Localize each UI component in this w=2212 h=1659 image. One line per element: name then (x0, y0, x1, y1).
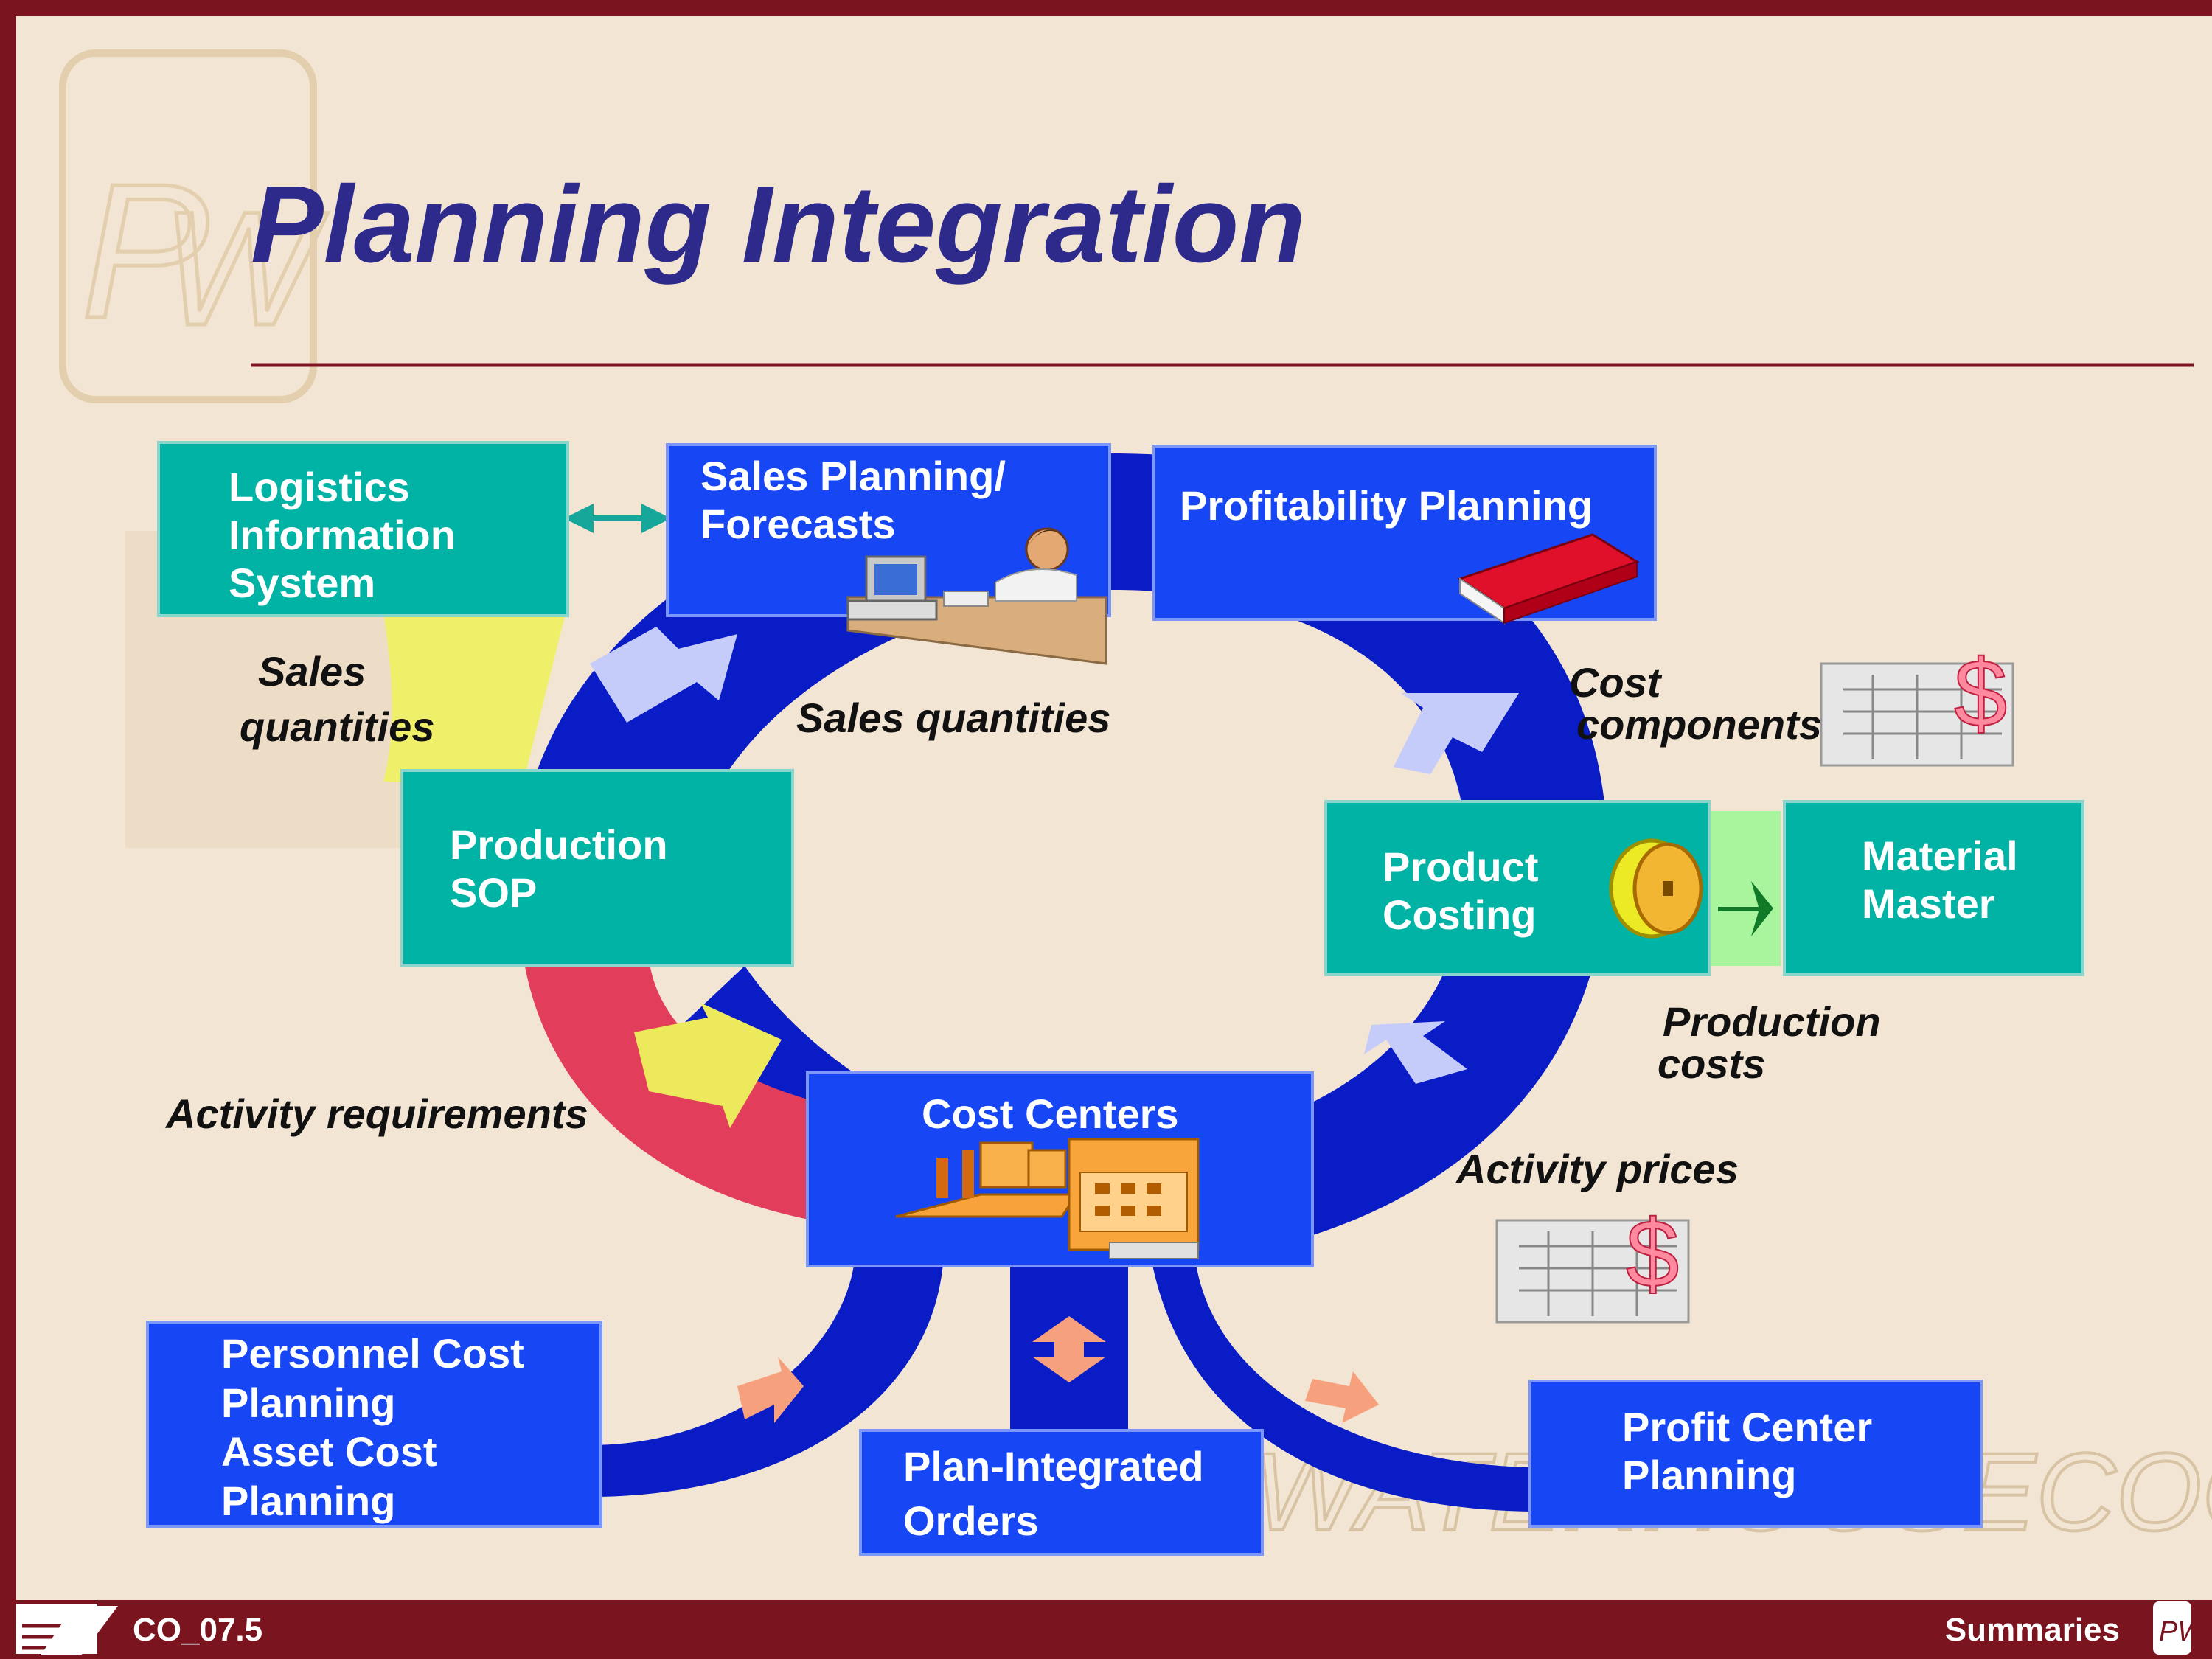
logistics-information-system-box[interactable]: Logistics Information System (157, 441, 569, 617)
label-activity-prices: Activity prices (1455, 1146, 1739, 1192)
branch-right (1150, 1253, 1541, 1512)
costing-material-connector (1707, 811, 1781, 966)
svg-text:$: $ (1954, 639, 2007, 747)
svg-text:PW: PW (2159, 1616, 2206, 1647)
personnel-line-2: Planning (221, 1380, 395, 1426)
footer-section: Summaries (1945, 1612, 2120, 1648)
coin-icon (1609, 838, 1703, 939)
branch-left (590, 1253, 944, 1497)
footer-logo-left (16, 1604, 118, 1655)
production-sop-line-1: Production (450, 821, 668, 868)
page-title: Planning Integration (251, 164, 1306, 285)
yellow-flow-band (383, 605, 568, 782)
personnel-line-1: Personnel Cost (221, 1330, 524, 1377)
label-production-costs-2: costs (1658, 1040, 1765, 1087)
label-sales-quantities-left-1: Sales (258, 648, 366, 695)
plan-orders-line-2: Orders (903, 1498, 1039, 1544)
arrow-sop-to-costcenters (634, 1003, 782, 1128)
svg-text:$: $ (1626, 1200, 1679, 1307)
factory-register-icon (895, 1138, 1200, 1259)
arrow-costcenters-to-costing (1364, 1021, 1467, 1084)
profitability-planning-label: Profitability Planning (1180, 482, 1593, 529)
product-costing-line-2: Costing (1382, 891, 1536, 938)
product-costing-line-1: Product (1382, 844, 1539, 890)
arrow-costcenters-to-personnel (737, 1357, 804, 1423)
material-master-line-1: Material (1862, 832, 2018, 879)
sales-planning-forecasts-box[interactable]: Sales Planning/ Forecasts (666, 443, 1111, 617)
profit-center-line-1: Profit Center (1622, 1404, 1872, 1450)
personnel-line-4: Planning (221, 1478, 395, 1524)
pw-logo-watermark: P W (59, 49, 330, 403)
personnel-line-3: Asset Cost (221, 1428, 437, 1475)
profit-center-planning-box[interactable]: Profit Center Planning (1528, 1380, 1983, 1528)
profitability-planning-box[interactable]: Profitability Planning (1152, 445, 1657, 621)
plan-orders-line-1: Plan-Integrated (903, 1443, 1204, 1489)
arrow-costcenters-to-profitcenter (1305, 1371, 1379, 1423)
svg-text:P: P (81, 145, 210, 358)
production-sop-box[interactable]: Production SOP (400, 769, 794, 967)
sales-planning-line-2: Forecasts (700, 501, 896, 547)
sales-planning-line-1: Sales Planning/ (700, 453, 1006, 499)
logistics-line-2: Information (229, 512, 456, 558)
plan-integrated-orders-box[interactable]: Plan-Integrated Orders (859, 1429, 1264, 1556)
label-cost-components-1: Cost (1569, 659, 1663, 706)
costing-to-material-arrow (1718, 881, 1773, 936)
logistics-line-3: System (229, 560, 375, 606)
cost-centers-label: Cost Centers (922, 1091, 1179, 1137)
cost-spreadsheet-icon: $ (1820, 639, 2014, 767)
footer-logo-right: PW (2153, 1601, 2206, 1655)
profit-center-line-2: Planning (1622, 1452, 1796, 1498)
arrow-costcenters-orders-bidirectional (1032, 1316, 1106, 1382)
activity-spreadsheet-icon: $ (1495, 1199, 1690, 1324)
office-worker-icon (846, 527, 1107, 665)
label-activity-requirements: Activity requirements (164, 1091, 588, 1137)
label-sales-quantities-left-2: quantities (240, 703, 434, 750)
production-sop-line-2: SOP (450, 869, 537, 916)
material-master-line-2: Master (1862, 880, 1995, 927)
label-cost-components-2: components (1576, 701, 1822, 748)
svg-text:W: W (162, 178, 328, 359)
personnel-asset-cost-planning-box[interactable]: Personnel Cost Planning Asset Cost Plann… (146, 1321, 602, 1528)
book-icon (1457, 533, 1640, 625)
logistics-line-1: Logistics (229, 464, 410, 510)
arrow-sop-to-sales (590, 627, 737, 723)
ring-band-blue (516, 453, 1607, 1268)
footer-code: CO_07.5 (133, 1612, 262, 1648)
label-sales-quantities-center: Sales quantities (796, 695, 1110, 741)
arrow-costing-to-profitability (1394, 693, 1519, 774)
material-master-box[interactable]: Material Master (1783, 800, 2084, 976)
label-production-costs-1: Production (1663, 998, 1881, 1045)
